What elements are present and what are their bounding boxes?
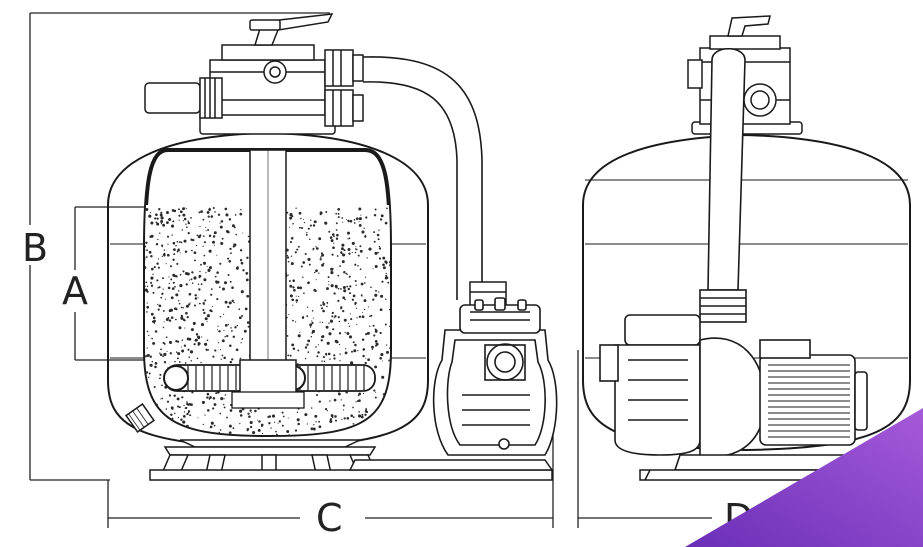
- front-pump: [432, 297, 558, 456]
- dimension-label-b: B: [22, 226, 48, 270]
- front-multiport-valve: [144, 13, 364, 135]
- side-pump: [599, 314, 877, 471]
- label-b-backdrop: [18, 225, 46, 265]
- corner-accent-triangle: [685, 408, 923, 547]
- dimension-label-c: C: [316, 496, 343, 540]
- dimension-label-a: A: [62, 269, 88, 313]
- front-connecting-hose: [362, 56, 483, 300]
- label-a-backdrop: [60, 270, 90, 312]
- front-internals: [125, 149, 376, 433]
- front-base-plate: [149, 459, 554, 481]
- side-connecting-hose: [699, 47, 747, 323]
